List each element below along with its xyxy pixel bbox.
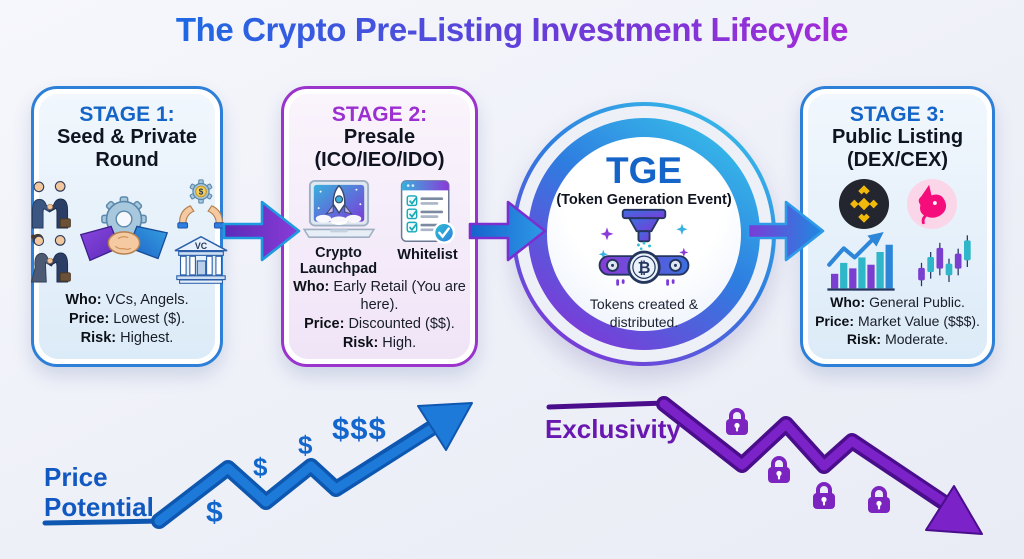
svg-text:$: $ [199,188,204,197]
tge-description: Tokens created & distributed. [589,296,699,330]
stage-3-title: Public Listing (DEX/CEX) [831,126,964,171]
token-minting-machine-icon: ₿ [598,208,690,286]
stage-3-panel: STAGE 3: Public Listing (DEX/CEX) [808,94,987,359]
dollar-symbol-1: $ [206,496,223,529]
whitelist-caption: Whitelist [397,247,458,264]
stage-1-title: Seed & Private Round [56,126,198,171]
vc-bank-label: VC [195,241,208,251]
lock-icon [813,482,835,509]
tge-subtitle: (Token Generation Event) [556,192,732,208]
price-potential-label: Price Potential [44,462,154,523]
stage-2-risk: Risk:High. [342,335,417,352]
flow-arrow-stage2-tge [468,200,547,262]
stage-3-card: STAGE 3: Public Listing (DEX/CEX) [800,86,995,367]
stage-2-price: Price:Discounted ($$). [304,316,455,333]
stage-1-facts: Who:VCs, Angels. Price:Lowest ($). Risk:… [35,291,219,348]
stage-2-who: Who:Early Retail (You are here). [293,278,466,314]
lock-icon [768,456,790,483]
funding-hands-coin-icon: $ [177,179,225,229]
bitcoin-symbol: ₿ [638,258,651,277]
stage-2-facts: Who:Early Retail (You are here). Price:D… [288,278,472,353]
uniswap-logo-icon [906,179,957,230]
page-title: The Crypto Pre-Listing Investment Lifecy… [0,11,1024,49]
exclusivity-label: Exclusivity [545,414,681,444]
launchpad-caption: Crypto Launchpad [299,245,378,277]
stage-3-icons [823,178,973,292]
price-up-arrow-icon [42,402,473,529]
tge-panel: TGE (Token Generation Event) [547,137,741,331]
stage-3-price: Price:Market Value ($$$). [815,312,980,329]
vc-bank-icon: VC [174,236,228,285]
stage-1-risk: Risk:Highest. [80,330,174,347]
stage-1-panel: STAGE 1: Seed & Private Round [30,94,228,359]
stage-1-price: Price:Lowest ($). [68,311,186,328]
stage-1-who: Who:VCs, Angels. [65,292,189,309]
stage-3-who: Who:General Public. [830,294,965,311]
stage-3-heading: STAGE 3: [849,103,946,126]
flow-arrow-tge-stage3 [746,200,825,262]
binance-logo-icon [838,179,889,230]
whitelist-checklist-icon [400,180,455,245]
rising-bar-chart-icon [826,232,895,291]
stage-3-facts: Who:General Public. Price:Market Value (… [802,293,994,348]
partnership-handshake-gear-icon [79,196,169,262]
tge-circle: TGE (Token Generation Event) [512,102,776,366]
stage-3-risk: Risk:Moderate. [846,330,949,347]
exclusivity-down-arrow-icon [546,396,983,535]
dollar-symbol-3: $ [298,430,313,460]
tge-title: TGE [605,150,683,191]
stage-2-panel: STAGE 2: Presale (ICO/IEO/IDO) [289,94,470,359]
candlestick-chart-icon [917,235,971,287]
flow-arrow-stage1-stage2 [222,200,301,262]
launchpad-laptop-rocket-icon [302,180,375,239]
businessmen-handshake-icon [31,181,71,229]
stage-2-icons: Crypto Launchpad [297,179,463,277]
stage-2-title: Presale (ICO/IEO/IDO) [314,126,445,171]
businesswoman-handshake-icon [30,234,71,283]
stage-2-card: STAGE 2: Presale (ICO/IEO/IDO) [281,86,478,367]
dollar-symbol-4: $$$ [332,411,387,446]
stage-1-card: STAGE 1: Seed & Private Round [30,86,228,367]
stage-1-icons: $ VC [26,177,228,285]
lock-icon [868,486,890,513]
dollar-symbol-2: $ [253,452,268,482]
lock-icon [726,408,748,435]
stage-1-heading: STAGE 1: [79,103,175,126]
stage-2-heading: STAGE 2: [331,103,428,126]
